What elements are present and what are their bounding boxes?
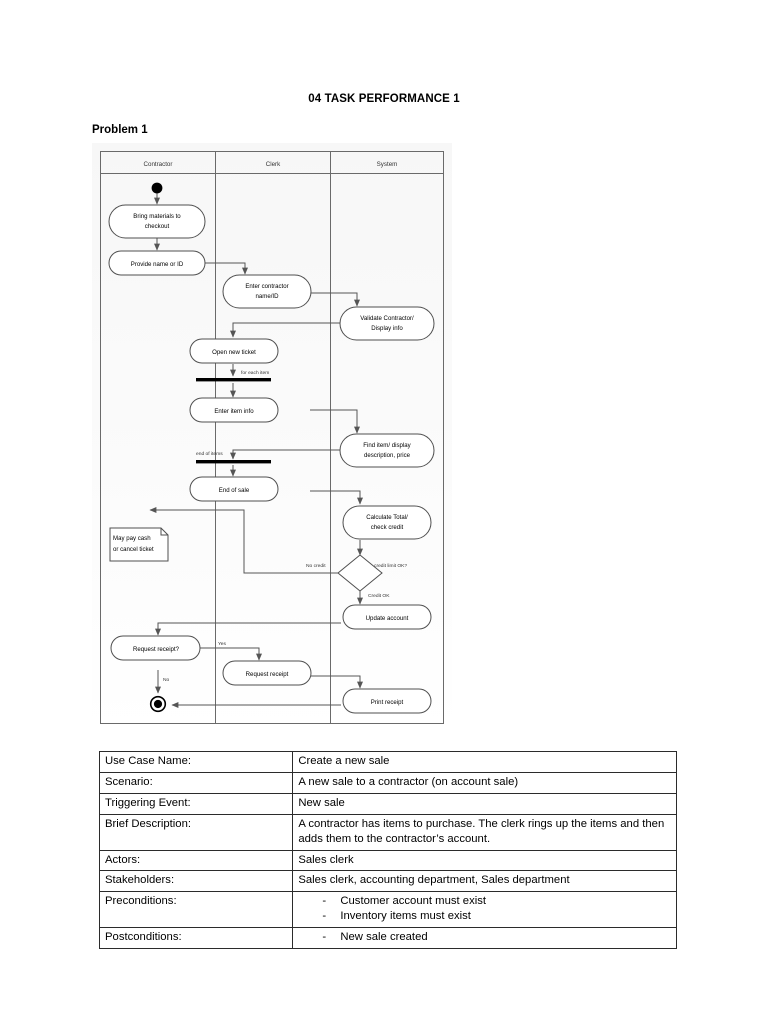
activity-validate-contractor[interactable]: Validate Contractor/ Display info [339,306,435,341]
edge-label-no-credit: No credit [306,563,326,569]
swimlane-header-contractor: Contractor [144,161,173,168]
row-label: Stakeholders: [98,870,294,893]
table-row: Triggering Event: New sale [98,792,677,815]
row-value: Sales clerk, accounting department, Sale… [292,870,677,893]
decision-credit-limit[interactable] [337,554,383,592]
activity-update-account[interactable]: Update account [342,604,432,630]
edge-label-end-of-items: end of items [196,451,223,457]
activity-provide-name-or-id[interactable]: Provide name or ID [108,250,206,276]
activity-label-line2: checkout [145,223,170,230]
swimlane-frame [100,151,444,724]
problem-heading: Problem 1 [92,124,148,136]
bullet-text: Customer account must exist [340,895,487,908]
activity-label: Open new ticket [212,349,256,356]
activity-label: Bring materials to [133,213,181,220]
bullet-dash: - [322,895,327,908]
table-row: Stakeholders: Sales clerk, accounting de… [98,870,677,893]
row-value-bulleted: - Customer account must exist - Inventor… [292,891,677,929]
activity-label: Request receipt? [133,646,180,653]
bullet-text: New sale created [340,931,428,944]
bullet-text: Inventory items must exist [340,910,471,923]
diagram-note: May pay cash or cancel ticket [109,527,169,562]
row-label: Scenario: [98,771,294,794]
activity-calculate-total[interactable]: Calculate Total/ check credit [342,505,432,540]
row-label: Brief Description: [98,813,294,851]
row-value: New sale [292,792,677,815]
bullet-item: - Inventory items must exist [298,909,671,924]
edge-label-credit-limit-ok: credit limit OK? [374,563,407,569]
activity-label: Enter contractor [245,283,288,290]
activity-label-line2: check credit [371,524,404,531]
row-value: Create a new sale [292,751,677,773]
activity-enter-item-info[interactable]: Enter item info [189,397,279,423]
activity-label: Print receipt [371,699,404,706]
activity-label: Provide name or ID [131,261,184,268]
activity-open-new-ticket[interactable]: Open new ticket [189,338,279,364]
activity-label: End of sale [219,487,250,494]
activity-label-line2: description, price [364,452,411,459]
bullet-item: - Customer account must exist [298,894,671,909]
row-value: Sales clerk [292,849,677,872]
row-label: Preconditions: [98,891,294,929]
diagram-connectors [149,193,363,708]
activity-label: Calculate Total/ [366,514,408,521]
activity-print-receipt[interactable]: Print receipt [342,688,432,714]
row-label: Triggering Event: [98,792,294,815]
table-row: Brief Description: A contractor has item… [98,813,677,851]
note-label-line2: or cancel ticket [113,546,154,553]
edge-label-credit-ok: Credit OK [368,593,390,599]
activity-label: Validate Contractor/ [360,315,414,322]
start-node [151,182,163,194]
table-row: Actors: Sales clerk [98,849,677,872]
join-bar [196,460,271,464]
activity-request-receipt[interactable]: Request receipt [222,660,312,686]
activity-find-item-display[interactable]: Find item/ display description, price [339,433,435,468]
activity-label: Enter item info [214,408,254,415]
swimlane-header-system: System [377,161,398,168]
activity-diagram-canvas: Contractor Clerk System [100,151,444,724]
row-label: Actors: [98,849,294,872]
activity-request-receipt-decision[interactable]: Request receipt? [110,635,201,661]
activity-bring-materials[interactable]: Bring materials to checkout [108,204,206,239]
activity-diagram: Contractor Clerk System [92,143,452,733]
fork-bar [196,378,271,382]
activity-label: Update account [366,615,409,622]
note-label: May pay cash [113,535,151,542]
table-row: Postconditions: - New sale created [98,927,677,950]
row-value: A contractor has items to purchase. The … [292,813,677,851]
row-value: A new sale to a contractor (on account s… [292,771,677,794]
table-row: Scenario: A new sale to a contractor (on… [98,771,677,794]
bullet-dash: - [322,931,327,944]
activity-enter-contractor-name[interactable]: Enter contractor name/ID [222,274,312,309]
row-label: Postconditions: [98,927,294,950]
edge-label-yes: Yes [218,641,227,647]
end-node [149,695,167,713]
bullet-dash: - [322,910,327,923]
activity-end-of-sale[interactable]: End of sale [189,476,279,502]
use-case-table: Use Case Name: Create a new sale Scenari… [98,751,677,950]
table-row: Use Case Name: Create a new sale [98,751,677,773]
table-row: Preconditions: - Customer account must e… [98,891,677,929]
row-value-bulleted: - New sale created [292,927,677,950]
activity-label: Find item/ display [363,442,411,449]
edge-label-for-each-item: for each item [241,370,269,376]
activity-label: Request receipt [246,671,289,678]
swimlane-header-clerk: Clerk [266,161,281,168]
row-label: Use Case Name: [98,751,294,773]
page-title: 04 TASK PERFORMANCE 1 [308,93,460,105]
edge-label-no: No [163,677,170,683]
activity-label-line2: Display info [371,325,403,332]
activity-label-line2: name/ID [255,293,279,300]
bullet-item: - New sale created [298,930,671,945]
use-case-table-body: Use Case Name: Create a new sale Scenari… [98,751,677,950]
